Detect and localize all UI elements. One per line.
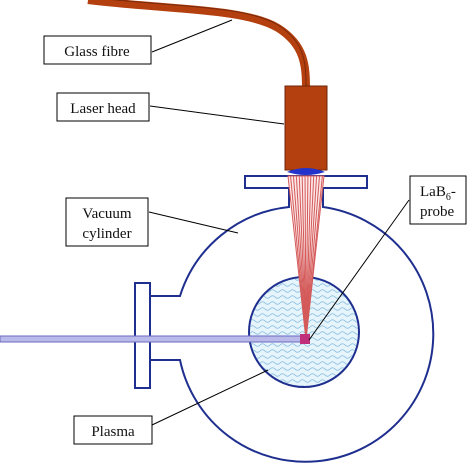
svg-text:Vacuum: Vacuum xyxy=(82,206,131,222)
svg-text:Laser head: Laser head xyxy=(70,101,136,117)
laser-head xyxy=(284,85,328,171)
plasma-label: Plasma xyxy=(73,415,153,445)
glass-fibre-label: Glass fibre xyxy=(43,35,152,65)
svg-text:Glass fibre: Glass fibre xyxy=(64,44,130,60)
lab6-probe-label: LaB6- probe xyxy=(409,175,467,225)
svg-text:cylinder: cylinder xyxy=(82,226,131,242)
laser-head-label: Laser head xyxy=(56,92,150,122)
lab6-probe-rod xyxy=(0,335,304,343)
vacuum-cylinder-leader xyxy=(148,211,239,234)
svg-text:LaB6-: LaB6- xyxy=(420,184,456,203)
svg-text:Plasma: Plasma xyxy=(91,424,135,440)
focusing-lens xyxy=(287,168,325,175)
lab6-probe-tip xyxy=(300,334,310,344)
plasma-leader xyxy=(151,369,269,426)
laser-head-leader xyxy=(149,105,285,125)
vacuum-cylinder-label: Vacuum cylinder xyxy=(65,197,149,247)
lab6-probe-leader xyxy=(308,199,410,341)
svg-text:probe: probe xyxy=(420,204,454,220)
vacuum-cylinder xyxy=(35,37,295,297)
glass-fibre-leader xyxy=(151,19,233,53)
glass-fibre xyxy=(87,0,310,91)
